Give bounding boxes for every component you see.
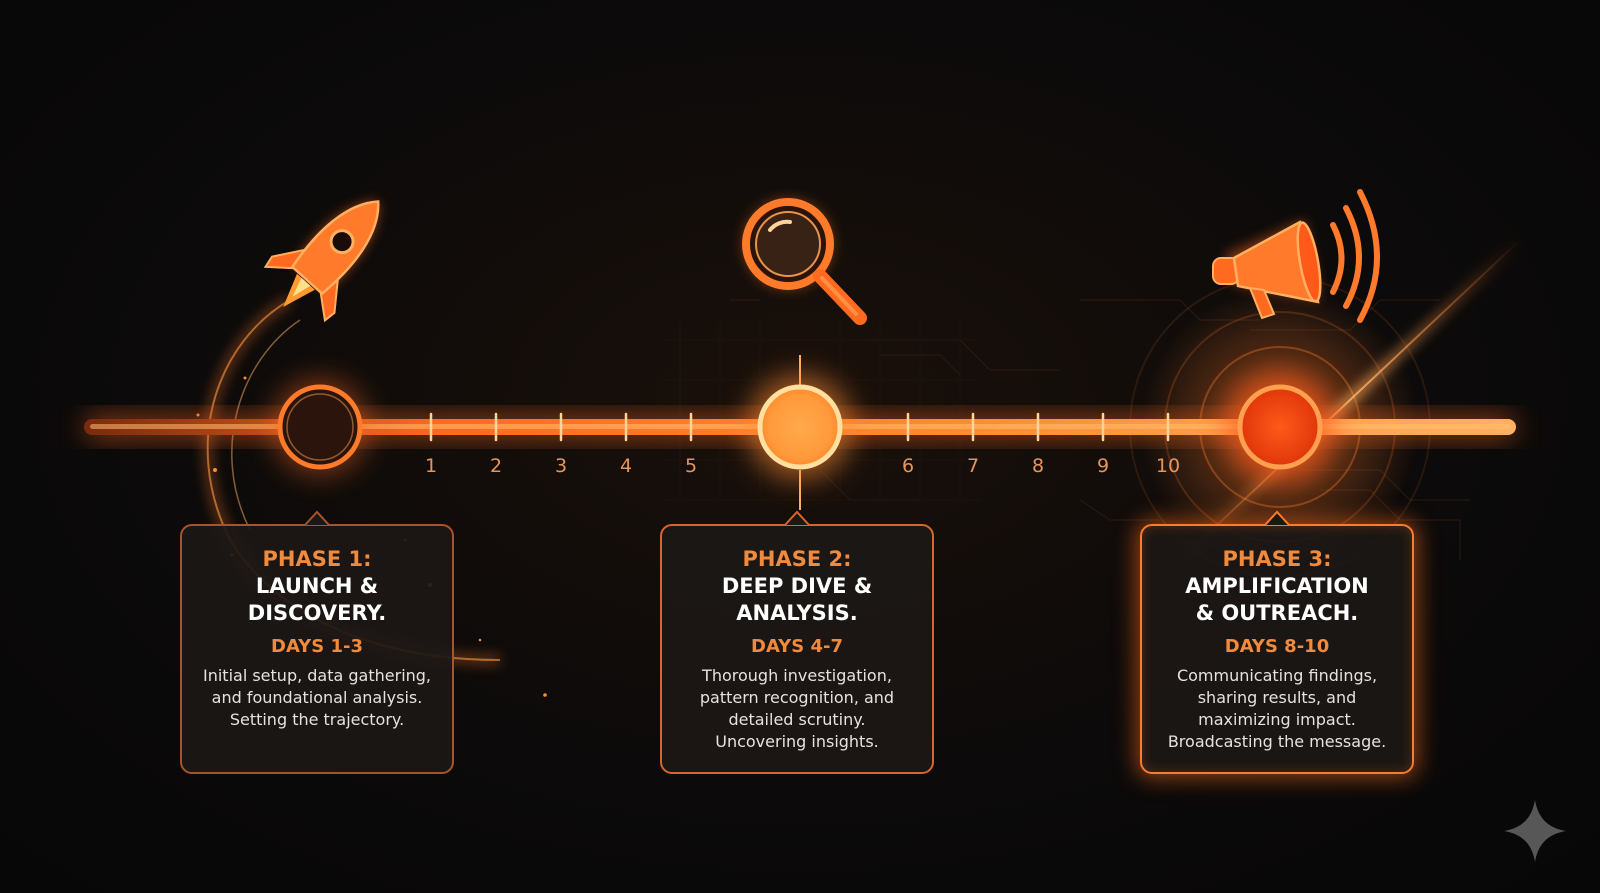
tick-label-9: 9: [1096, 455, 1110, 477]
light-streak: [1177, 237, 1523, 563]
tick-label-1: 1: [424, 455, 438, 477]
tick-label-5: 5: [684, 455, 698, 477]
phase-2-node: [748, 355, 852, 510]
phase-label: PHASE 3:: [1222, 547, 1332, 571]
phase-description: Thorough investigation, pattern recognit…: [699, 666, 895, 751]
phase-days: DAYS 1-3: [271, 636, 363, 657]
phase-3-card: PHASE 3: AMPLIFICATION & OUTREACH. DAYS …: [1140, 524, 1414, 774]
tick-label-3: 3: [554, 455, 568, 477]
phase-days: DAYS 8-10: [1224, 636, 1330, 657]
tick-label-6: 6: [901, 455, 915, 477]
megaphone-icon: [1212, 189, 1380, 323]
tick-label-10: 10: [1155, 455, 1181, 477]
phase-description: Initial setup, data gathering, and found…: [202, 666, 432, 729]
timeline-ticks: [429, 412, 1170, 442]
phase-days: DAYS 4-7: [751, 636, 843, 657]
magnifier-icon: [742, 198, 867, 325]
phase-label: PHASE 1:: [262, 547, 372, 571]
tick-label-8: 8: [1031, 455, 1045, 477]
phase-label: PHASE 2:: [742, 547, 852, 571]
phase-1-card: PHASE 1: LAUNCH & DISCOVERY. DAYS 1-3 In…: [180, 524, 454, 774]
tick-label-4: 4: [619, 455, 633, 477]
phase-3-node: [1225, 372, 1335, 482]
phase-title: DEEP DIVE & ANALYSIS.: [721, 574, 873, 625]
phase-title: AMPLIFICATION & OUTREACH.: [1185, 574, 1369, 625]
sparkle-icon: [1504, 800, 1566, 862]
phase-title: LAUNCH & DISCOVERY.: [247, 574, 387, 625]
phase-description: Communicating findings, sharing results,…: [1167, 666, 1387, 751]
rocket-icon: [263, 200, 380, 323]
tick-label-7: 7: [966, 455, 980, 477]
tick-label-2: 2: [489, 455, 503, 477]
phase-1-node: [272, 379, 368, 475]
phase-2-card: PHASE 2: DEEP DIVE & ANALYSIS. DAYS 4-7 …: [660, 524, 934, 774]
